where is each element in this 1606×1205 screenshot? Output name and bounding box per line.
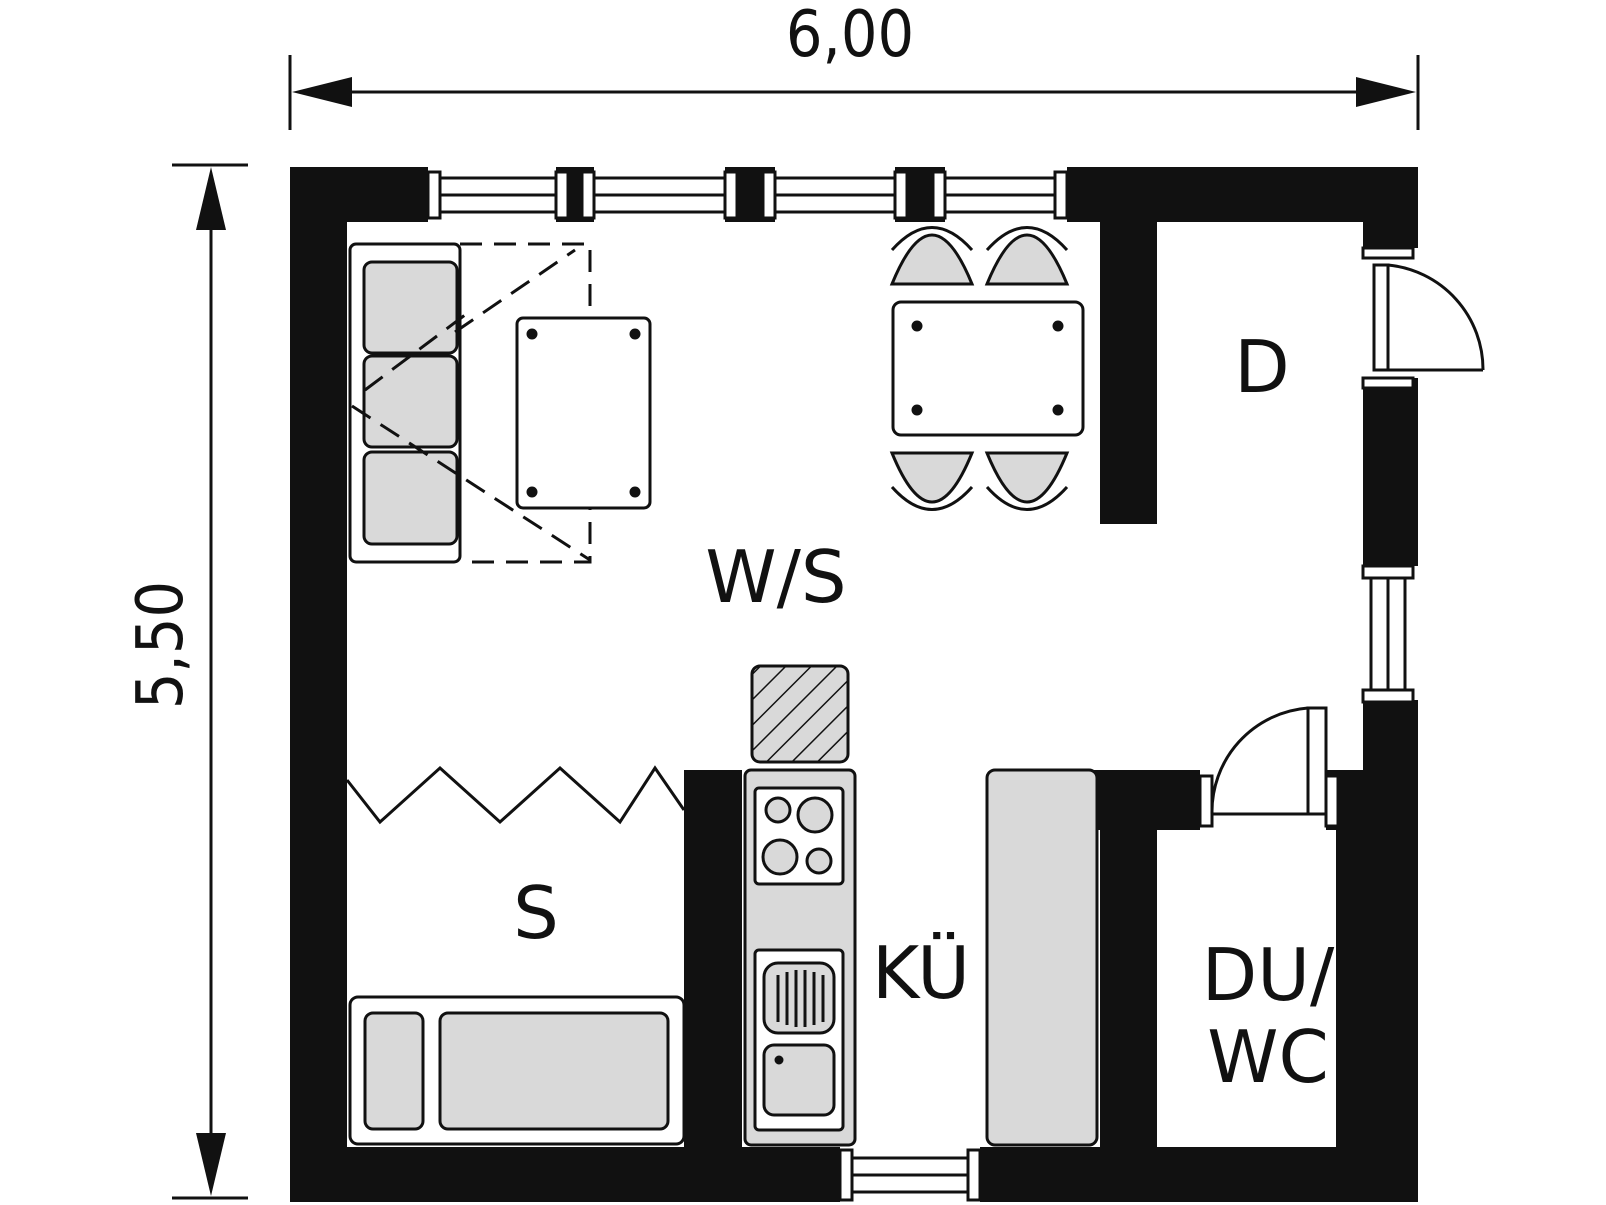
room-label-hall: D	[1234, 325, 1289, 409]
stove-hatched	[750, 664, 850, 764]
room-label-living: W/S	[705, 535, 846, 619]
entrance-door	[1361, 246, 1485, 390]
sofa	[348, 242, 462, 564]
room-label-bath-line1: DU/	[1202, 933, 1335, 1017]
bathroom-door	[1198, 706, 1340, 830]
coffee-table	[515, 316, 652, 510]
kitchen-counter-right	[985, 768, 1099, 1147]
height-dimension-label: 5,50	[124, 581, 198, 709]
height-dimension	[172, 163, 248, 1200]
room-label-kitchen: KÜ	[872, 931, 970, 1015]
room-label-bath-line2: WC	[1207, 1015, 1328, 1099]
bottom-window	[838, 1147, 982, 1202]
room-label-sleeping: S	[513, 871, 559, 955]
top-windows	[426, 170, 1069, 220]
dining-chairs	[889, 226, 1070, 511]
width-dimension-label: 6,00	[786, 0, 914, 72]
right-window	[1361, 564, 1418, 704]
bed	[348, 995, 686, 1146]
width-dimension	[288, 55, 1420, 130]
kitchen-counter	[743, 768, 857, 1147]
dining-table	[891, 300, 1085, 437]
curtain	[345, 765, 686, 825]
